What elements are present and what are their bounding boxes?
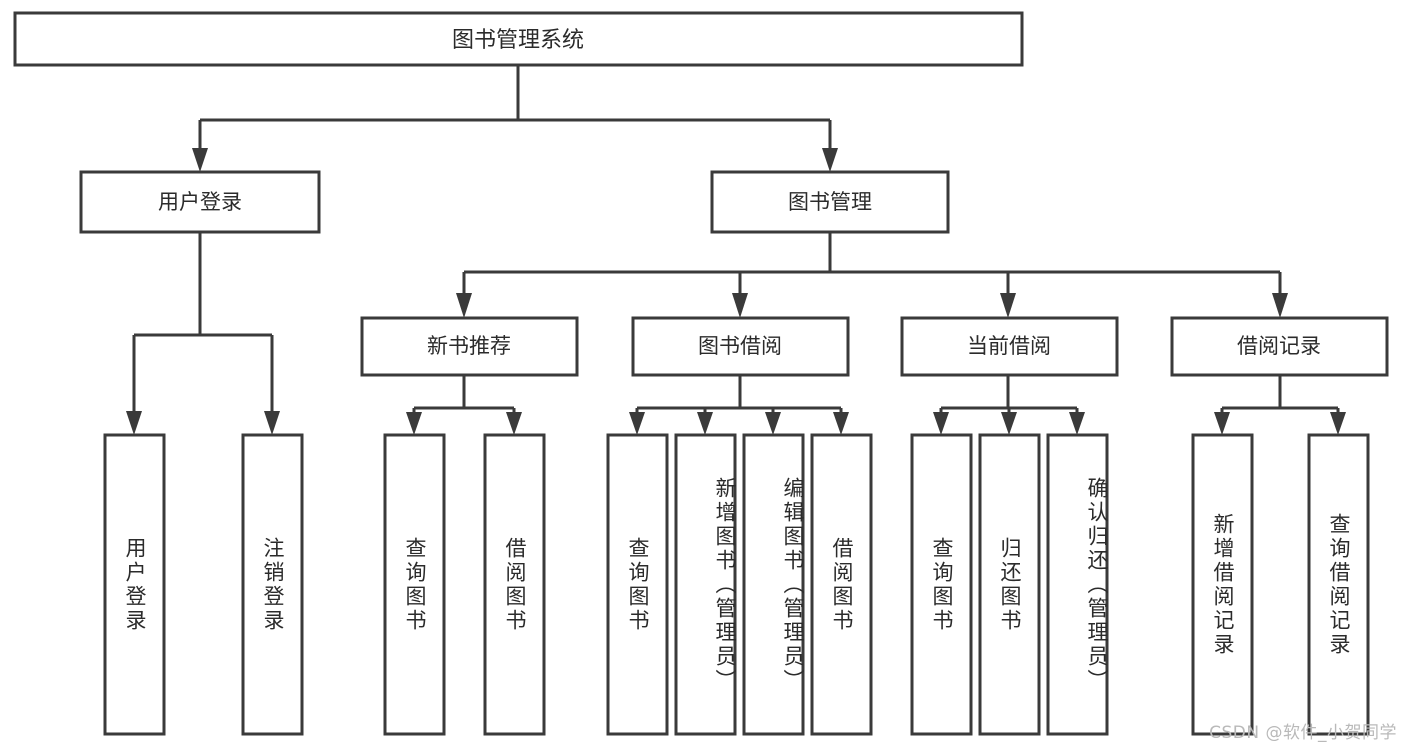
arrow-head-icon (192, 148, 208, 172)
node-leaf-query-book-3[interactable] (910, 433, 973, 736)
node-user-login-label: 用户登录 (158, 190, 242, 214)
node-leaf-borrow-book-2[interactable] (810, 433, 873, 736)
nodes-layer: 图书管理系统 用户登录 图书管理 新书推荐 图书借阅 (13, 11, 1389, 736)
node-borrow-record-label: 借阅记录 (1237, 334, 1321, 358)
arrow-head-icon (1330, 412, 1346, 435)
node-leaf-add-book[interactable] (674, 433, 737, 736)
arrow-head-icon (933, 412, 949, 435)
arrow-head-icon (126, 411, 142, 435)
arrow-head-icon (833, 412, 849, 435)
node-root[interactable]: 图书管理系统 (13, 11, 1024, 67)
node-book-manage[interactable]: 图书管理 (710, 170, 950, 234)
node-borrow-record[interactable]: 借阅记录 (1170, 316, 1389, 377)
arrow-head-icon (406, 412, 422, 435)
node-leaf-add-record[interactable] (1191, 433, 1254, 736)
node-book-manage-label: 图书管理 (788, 190, 872, 214)
node-new-book-recommend-label: 新书推荐 (427, 334, 511, 358)
watermark-text: CSDN @软件_小贺同学 (1209, 723, 1397, 743)
arrow-head-icon (1069, 412, 1085, 435)
arrow-head-icon (1272, 293, 1288, 318)
arrow-head-icon (765, 412, 781, 435)
node-new-book-recommend[interactable]: 新书推荐 (360, 316, 579, 377)
node-leaf-query-book-2[interactable] (606, 433, 669, 736)
arrow-head-icon (264, 411, 280, 435)
arrow-head-icon (456, 293, 472, 318)
arrow-head-icon (506, 412, 522, 435)
node-leaf-logout[interactable] (241, 433, 304, 736)
node-current-borrow-label: 当前借阅 (967, 334, 1051, 358)
node-root-label: 图书管理系统 (452, 28, 584, 53)
node-leaf-borrow-book-1[interactable] (483, 433, 546, 736)
arrow-head-icon (1001, 412, 1017, 435)
node-leaf-return-book[interactable] (978, 433, 1041, 736)
node-user-login[interactable]: 用户登录 (79, 170, 321, 234)
node-current-borrow[interactable]: 当前借阅 (900, 316, 1119, 377)
node-leaf-confirm-return[interactable] (1046, 433, 1109, 736)
arrow-head-icon (1214, 412, 1230, 435)
node-leaf-query-record[interactable] (1307, 433, 1370, 736)
node-leaf-user-login[interactable] (103, 433, 166, 736)
arrow-head-icon (629, 412, 645, 435)
arrow-head-icon (732, 293, 748, 318)
node-leaf-edit-book[interactable] (742, 433, 805, 736)
arrow-head-icon (1000, 293, 1016, 318)
node-book-borrow-label: 图书借阅 (698, 334, 782, 358)
arrow-head-icon (822, 148, 838, 172)
node-book-borrow[interactable]: 图书借阅 (631, 316, 850, 377)
edges-layer (126, 65, 1346, 435)
arrow-head-icon (697, 412, 713, 435)
node-leaf-query-book-1[interactable] (383, 433, 446, 736)
leaf-rects-layer (103, 433, 1370, 736)
